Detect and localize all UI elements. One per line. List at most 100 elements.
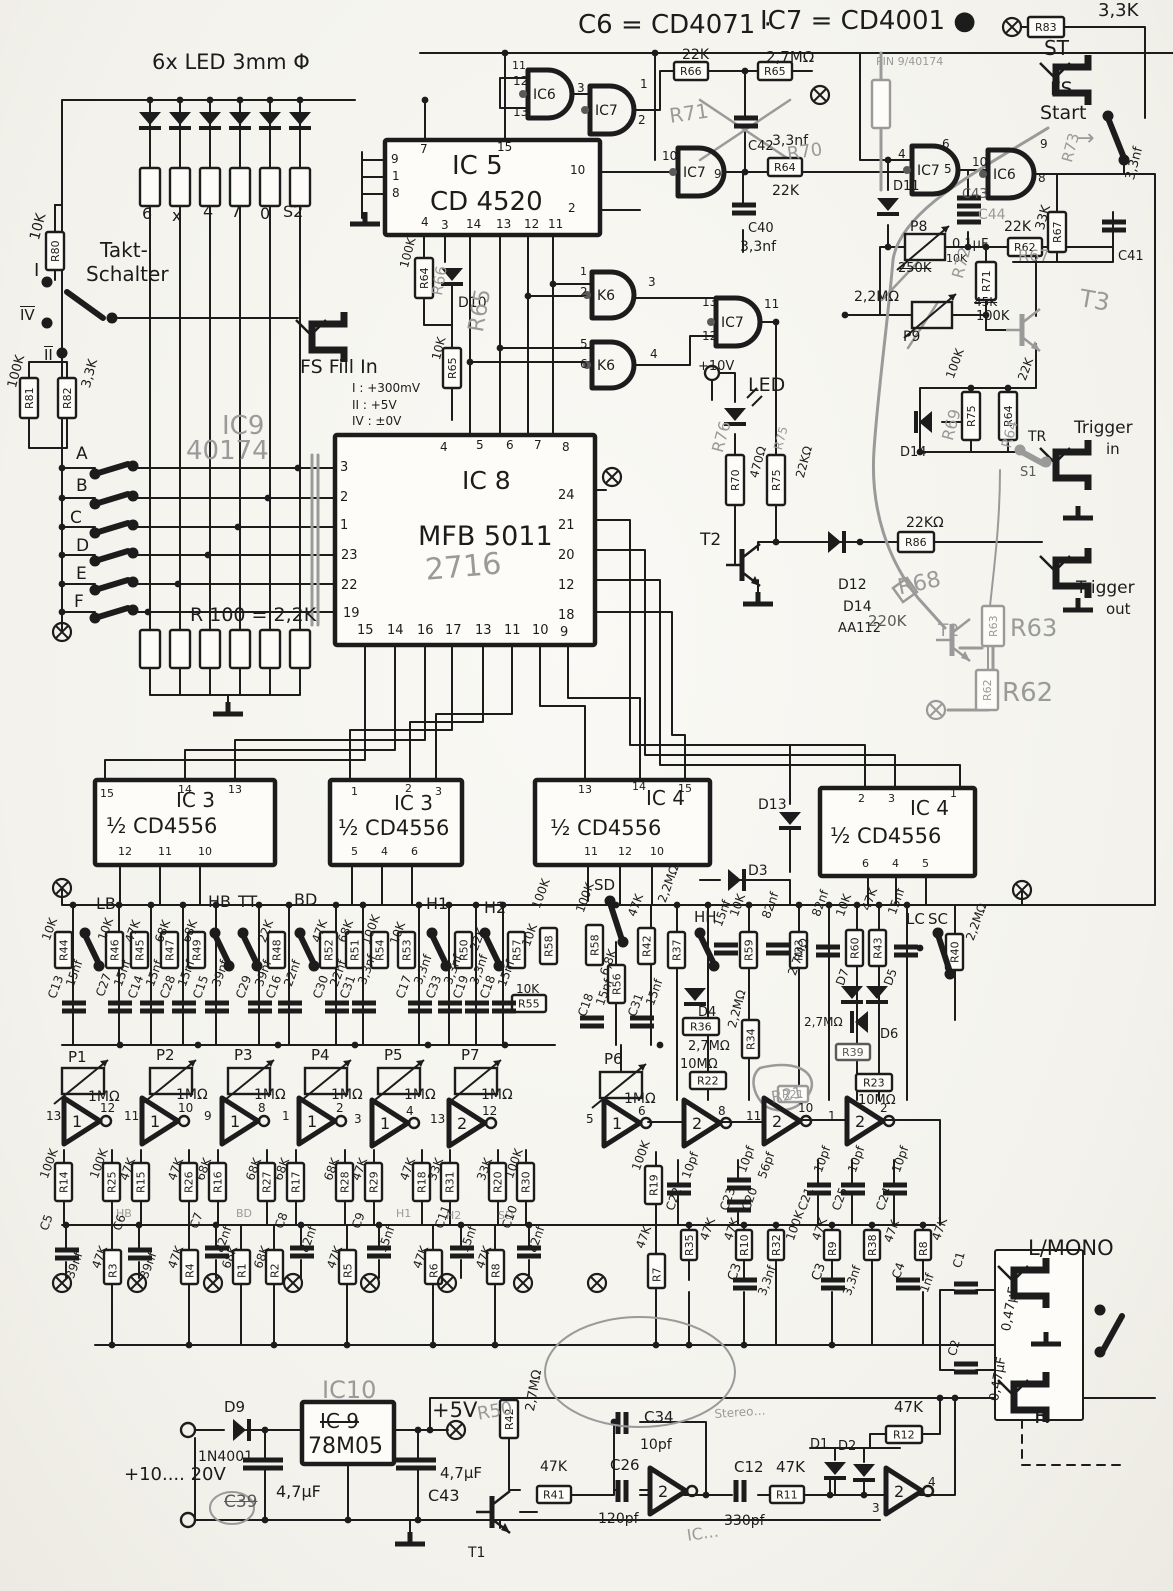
res-R35 <box>679 1228 699 1262</box>
inv8-icon <box>681 1097 723 1149</box>
text-78m05: 78M05 <box>308 1434 383 1459</box>
res-R81-label: R81 <box>23 387 36 409</box>
res-R8 <box>485 1248 506 1286</box>
terminal-2 <box>703 364 721 382</box>
sw-hh-lever <box>697 932 717 967</box>
res-R27 <box>256 1161 277 1203</box>
junction-dot-28 <box>982 311 990 319</box>
res-R66 <box>672 60 710 82</box>
r100-5 <box>258 628 282 670</box>
jack-l-mono-tip <box>997 1265 1029 1283</box>
res-R82 <box>56 376 78 420</box>
text-5: 5 <box>351 845 358 858</box>
pot-P3-wiper-arrow <box>266 1060 274 1067</box>
res-R71 <box>974 260 998 302</box>
res-R5-label: R5 <box>342 1263 355 1278</box>
text-5: 5 <box>580 337 588 351</box>
cap-C13 <box>62 1000 86 1014</box>
text-10v: +10V <box>698 359 735 374</box>
text-ic-9: IC 9 <box>320 1409 359 1433</box>
cap-C29 <box>248 1000 272 1014</box>
res-R1 <box>231 1248 252 1286</box>
cap-C42 <box>734 115 758 129</box>
takt-lever-contact-0 <box>41 276 53 288</box>
supply-plus-icon-4 <box>51 877 73 899</box>
text-4: 4 <box>440 440 448 454</box>
res-R7 <box>646 1252 667 1290</box>
junction-dot-97 <box>916 944 924 952</box>
res-R48-label: R48 <box>271 939 284 961</box>
pot-P4 <box>303 1066 349 1096</box>
pot-P8-wiper-arrow <box>941 226 949 233</box>
text-schalter: Schalter <box>86 262 169 286</box>
inv10-bubble <box>882 1114 896 1128</box>
res-R28 <box>334 1161 355 1203</box>
text-c39: C39 <box>224 1492 258 1512</box>
sw-s1-contact-0 <box>1014 444 1026 456</box>
inv1-bubble <box>99 1114 113 1128</box>
junction-dot-88 <box>685 1341 693 1349</box>
text-24: 24 <box>558 488 575 503</box>
junction-dot-76 <box>740 1221 748 1229</box>
text-4: 4 <box>892 857 899 870</box>
text-d10: D10 <box>458 295 487 311</box>
diode-led1-icon <box>139 112 161 125</box>
pencil-smudge <box>209 1491 255 1525</box>
text-stereo: Stereo… <box>713 1403 766 1421</box>
res-R32 <box>766 1228 786 1262</box>
pot-P4-wiper <box>296 1059 352 1105</box>
r100-4 <box>228 628 252 670</box>
text-2-7m: 2,7MΩ <box>688 1039 730 1054</box>
res-R59-label: R59 <box>743 939 756 961</box>
g-k6a-gate-icon <box>589 269 637 321</box>
res-R29 <box>363 1161 384 1203</box>
pot-P8 <box>903 232 947 262</box>
text-c40: C40 <box>748 221 774 236</box>
res-R37-label: R37 <box>671 939 684 961</box>
text-i: I <box>34 260 40 281</box>
text-2: 2 <box>858 792 865 805</box>
text-5: 5 <box>922 857 929 870</box>
text-5: 5 <box>586 1112 594 1126</box>
supply-plus-icon-3 <box>51 621 73 643</box>
text-3: 3 <box>340 460 349 475</box>
sw-h1-contact-0 <box>426 927 438 939</box>
cap-C19 <box>465 1000 489 1014</box>
inv2-bubble <box>177 1114 191 1128</box>
junction-dot-49 <box>445 901 453 909</box>
sw-b-lever <box>92 491 131 507</box>
junction-dot-59 <box>875 901 883 909</box>
junction-dot-89 <box>740 1341 748 1349</box>
sw-output-contact-0 <box>1094 1304 1106 1316</box>
res-R6-label: R6 <box>428 1263 441 1278</box>
text-1: 1 <box>282 1109 290 1123</box>
text-12: 12 <box>100 1101 116 1115</box>
text-13: 13 <box>496 217 512 231</box>
cap-C8 <box>290 1245 314 1259</box>
diode-D2-icon <box>853 1464 875 1477</box>
text-hh: HH <box>694 908 717 926</box>
sw-sc-lever <box>935 932 953 975</box>
g-ic7b-gate-icon <box>675 145 727 199</box>
pot-P6 <box>598 1070 644 1100</box>
r62p <box>974 668 1000 712</box>
res-R47-label: R47 <box>164 939 177 961</box>
diode-D12-icon <box>828 531 841 553</box>
diode-D7-icon <box>841 986 863 999</box>
supply-plus-icon-1 <box>809 84 831 106</box>
junction-dot-1 <box>264 494 272 502</box>
text-d1: D1 <box>810 1437 829 1452</box>
takt-lever-contact-1 <box>41 317 53 329</box>
text-cd4556: ½ CD4556 <box>830 824 942 848</box>
text-10: 10 <box>798 1101 814 1115</box>
text-47k: 47K <box>540 1459 567 1475</box>
g-ic7b-label: IC7 <box>683 165 706 181</box>
pot-P2-wiper <box>141 1059 197 1105</box>
sw-start-contact-0 <box>1102 110 1114 122</box>
text-11: 11 <box>124 1109 140 1123</box>
takt-lever-contact-2 <box>56 347 68 359</box>
text-mfb-5011: MFB 5011 <box>418 521 553 552</box>
sw-sd-contact-0 <box>604 895 616 907</box>
res-R19-label: R19 <box>648 1174 661 1196</box>
